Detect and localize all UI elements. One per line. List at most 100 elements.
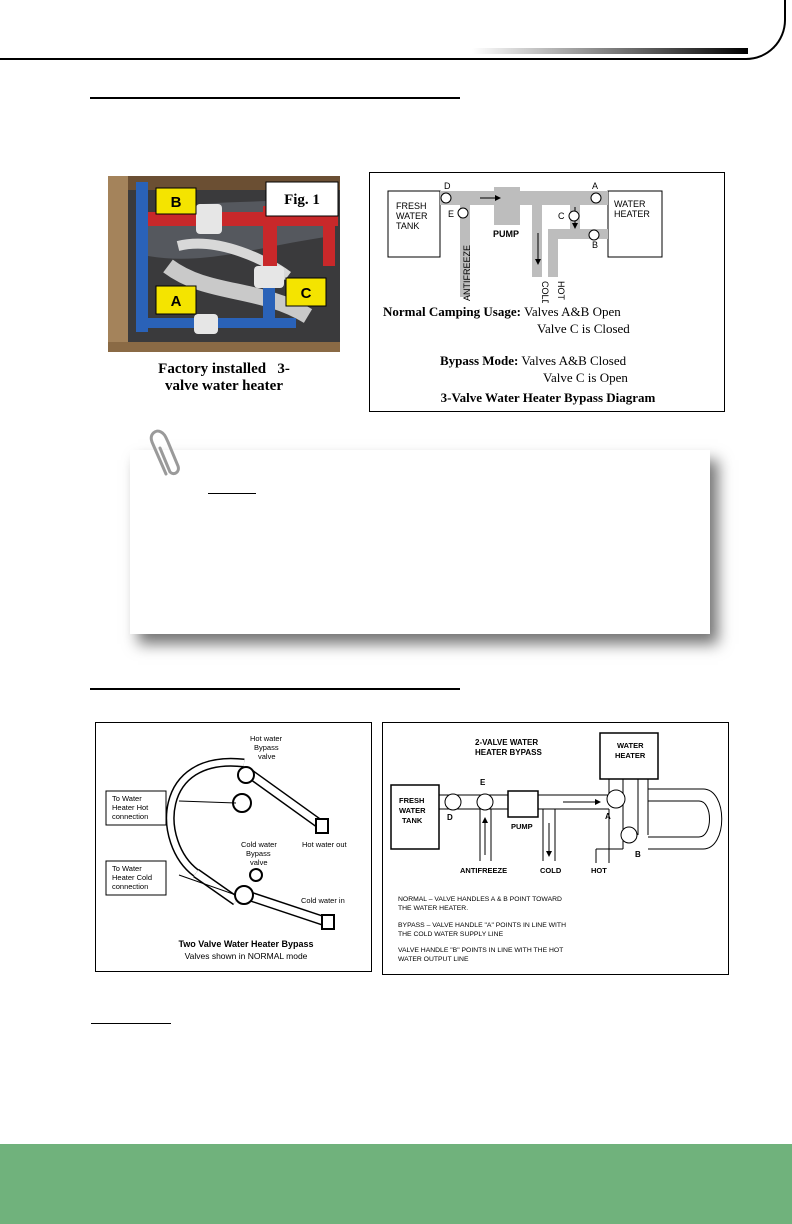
- diagram-shape: [235, 886, 253, 904]
- d2-tank-line-3: TANK: [402, 816, 423, 825]
- d2-pump-label: PUMP: [511, 822, 533, 831]
- three-valve-schematic: FRESH WATER TANK WATER HEATER PUMP D E A…: [370, 173, 726, 303]
- normal-usage-label: Normal Camping Usage:: [383, 304, 521, 319]
- d2-hot-label: HOT: [591, 866, 607, 875]
- cold-in-label: Cold water in: [301, 896, 345, 905]
- two-valve-subtitle: Valves shown in NORMAL mode: [185, 951, 308, 961]
- bypass-mode-label: Bypass Mode:: [440, 353, 518, 368]
- diagram-shape: [238, 767, 254, 783]
- figure-1-caption-line-2: valve water heater: [108, 378, 340, 395]
- diagram-shape: [108, 176, 128, 352]
- diagram-shape: [194, 314, 218, 334]
- to-hot-line-3: connection: [112, 812, 148, 821]
- diagram-shape: [108, 342, 340, 352]
- d2-normal-line-2: THE WATER HEATER.: [398, 905, 468, 912]
- figure-1-photo: B A C Fig. 1: [108, 176, 340, 352]
- diagram-shape: [508, 791, 538, 817]
- note-box: [130, 450, 710, 634]
- diagram-shape: [196, 204, 222, 234]
- diagram-shape: [322, 915, 334, 929]
- valve-photo-illustration: B A C Fig. 1: [108, 176, 340, 352]
- section-rule-2: [90, 688, 460, 690]
- valve-letter-c: C: [558, 211, 565, 221]
- diagram-shape: [621, 827, 637, 843]
- diagram-shape: [477, 794, 493, 810]
- d2-heater-line-2: HEATER: [615, 751, 646, 760]
- diagram-shape: [482, 817, 488, 823]
- diagram-shape: [589, 230, 599, 240]
- diagram-shape: [595, 799, 601, 805]
- to-cold-line-3: connection: [112, 882, 148, 891]
- diagram-shape: [254, 266, 284, 288]
- d2-heater-line-1: WATER: [617, 741, 644, 750]
- tank-line-2: WATER: [396, 211, 428, 221]
- footer-band: [0, 1144, 792, 1224]
- bypass-mode-value-1: Valves A&B Closed: [521, 353, 626, 368]
- diagram-shape: [532, 205, 542, 277]
- cold-bypass-line-3: valve: [250, 858, 268, 867]
- photo-label-b: B: [171, 194, 182, 211]
- to-hot-line-2: Heater Hot: [112, 803, 149, 812]
- antifreeze-label: ANTIFREEZE: [462, 245, 472, 301]
- diagram-shape: [151, 431, 178, 474]
- hot-bypass-line-3: valve: [258, 752, 276, 761]
- cold-bypass-line-2: Bypass: [246, 849, 271, 858]
- note-box-underline: [208, 493, 256, 494]
- diagram-shape: [648, 789, 722, 849]
- diagram-shape: [445, 794, 461, 810]
- valve-letter-b: B: [592, 240, 598, 250]
- diagram-shape: [136, 182, 148, 332]
- diagram-shape: [316, 819, 328, 833]
- valve-letter-e: E: [448, 209, 454, 219]
- d2-tank-line-2: WATER: [399, 806, 426, 815]
- normal-usage-value-2: Valve C is Closed: [537, 321, 630, 337]
- paperclip-icon: [146, 428, 180, 480]
- d2-tank-line-1: FRESH: [399, 796, 424, 805]
- d2-handle-b-line-2: WATER OUTPUT LINE: [398, 956, 469, 963]
- d2-antifreeze-label: ANTIFREEZE: [460, 866, 507, 875]
- tank-line-3: TANK: [396, 221, 419, 231]
- d2-letter-e: E: [480, 778, 486, 787]
- diagram-shape: [548, 229, 558, 277]
- diagram-shape: [546, 851, 552, 857]
- to-cold-line-2: Heater Cold: [112, 873, 152, 882]
- diagram-shape: [179, 801, 236, 803]
- valve-letter-a: A: [592, 181, 598, 191]
- hot-out-label: Hot water out: [302, 840, 348, 849]
- d2-cold-label: COLD: [540, 866, 562, 875]
- figure-1-caption-line-1: Factory installed 3-: [108, 361, 340, 378]
- diagram-shape: [494, 187, 520, 225]
- d2-letter-d: D: [447, 813, 453, 822]
- d2-letter-b: B: [635, 850, 641, 859]
- fig-label: Fig. 1: [284, 192, 320, 208]
- diagram-shape: [246, 771, 324, 827]
- two-valve-schematic: 2-VALVE WATER HEATER BYPASS WATER HEATER…: [382, 722, 729, 975]
- d2-title-line-1: 2-VALVE WATER: [475, 738, 538, 747]
- to-cold-line-1: To Water: [112, 864, 142, 873]
- photo-label-c: C: [301, 285, 312, 302]
- bypass-mode-value-2: Valve C is Open: [543, 370, 628, 386]
- hot-bypass-line-1: Hot water: [250, 734, 283, 743]
- cold-label: COLD: [540, 281, 550, 303]
- normal-usage-line-1: Normal Camping Usage: Valves A&B Open: [383, 304, 621, 320]
- to-hot-line-1: To Water: [112, 794, 142, 803]
- heater-line-1: WATER: [614, 199, 646, 209]
- figure-1-caption: Factory installed 3- valve water heater: [108, 361, 340, 395]
- d2-letter-a: A: [605, 812, 611, 821]
- d2-bypass-line-1: BYPASS – VALVE HANDLE "A" POINTS IN LINE…: [398, 922, 566, 929]
- pump-label: PUMP: [493, 229, 519, 239]
- bypass-mode-line-1: Bypass Mode: Valves A&B Closed: [440, 353, 626, 369]
- diagram-shape: [250, 869, 262, 881]
- cold-bypass-line-1: Cold water: [241, 840, 277, 849]
- section-rule-3: [91, 1023, 171, 1024]
- two-valve-bypass-drawing: Hot water Bypass valve To Water Heater H…: [96, 723, 371, 971]
- d2-bypass-line-2: THE COLD WATER SUPPLY LINE: [398, 931, 504, 938]
- section-rule-1: [90, 97, 460, 99]
- diagram-shape: [170, 762, 244, 873]
- two-valve-schematic-drawing: 2-VALVE WATER HEATER BYPASS WATER HEATER…: [383, 723, 728, 974]
- d2-handle-b-line-1: VALVE HANDLE "B" POINTS IN LINE WITH THE…: [398, 947, 563, 954]
- valve-letter-d: D: [444, 181, 451, 191]
- diagram-shape: [607, 790, 625, 808]
- diagram-shape: [440, 191, 608, 205]
- d2-normal-line-1: NORMAL – VALVE HANDLES A & B POINT TOWAR…: [398, 896, 562, 903]
